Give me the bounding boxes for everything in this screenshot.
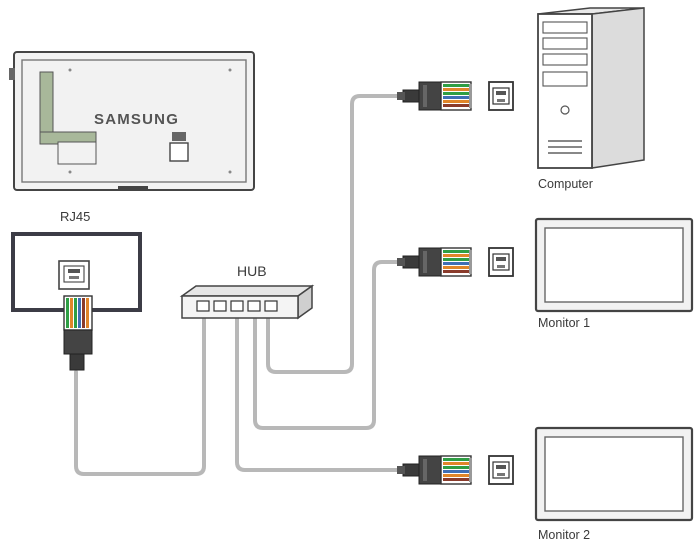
computer-tower-icon bbox=[537, 7, 645, 169]
rj45-plug-icon bbox=[63, 295, 93, 371]
rj45-plug-icon bbox=[396, 81, 473, 111]
hub-icon bbox=[179, 284, 315, 320]
rj45-port-icon bbox=[488, 455, 514, 485]
rj45-plug-icon bbox=[396, 455, 473, 485]
rj45-port-icon bbox=[488, 81, 514, 111]
cable-hub-to-monitor1 bbox=[253, 260, 402, 430]
rj45-plug-icon bbox=[396, 247, 473, 277]
cable-hub-to-monitor2 bbox=[235, 316, 402, 472]
rj45-port-icon bbox=[488, 247, 514, 277]
hub-label: HUB bbox=[237, 263, 267, 279]
display-back-icon: SAMSUNG bbox=[9, 51, 255, 191]
rj45-label: RJ45 bbox=[60, 209, 91, 224]
monitor-icon bbox=[534, 426, 694, 522]
monitor1-label: Monitor 1 bbox=[538, 316, 591, 330]
cable-display-to-hub bbox=[74, 316, 206, 476]
monitor2-label: Monitor 2 bbox=[538, 528, 591, 542]
cables bbox=[74, 94, 402, 476]
computer-label: Computer bbox=[538, 177, 593, 191]
cable-hub-to-computer bbox=[266, 94, 402, 374]
monitor-icon bbox=[534, 217, 694, 313]
brand-logo: SAMSUNG bbox=[94, 111, 179, 128]
